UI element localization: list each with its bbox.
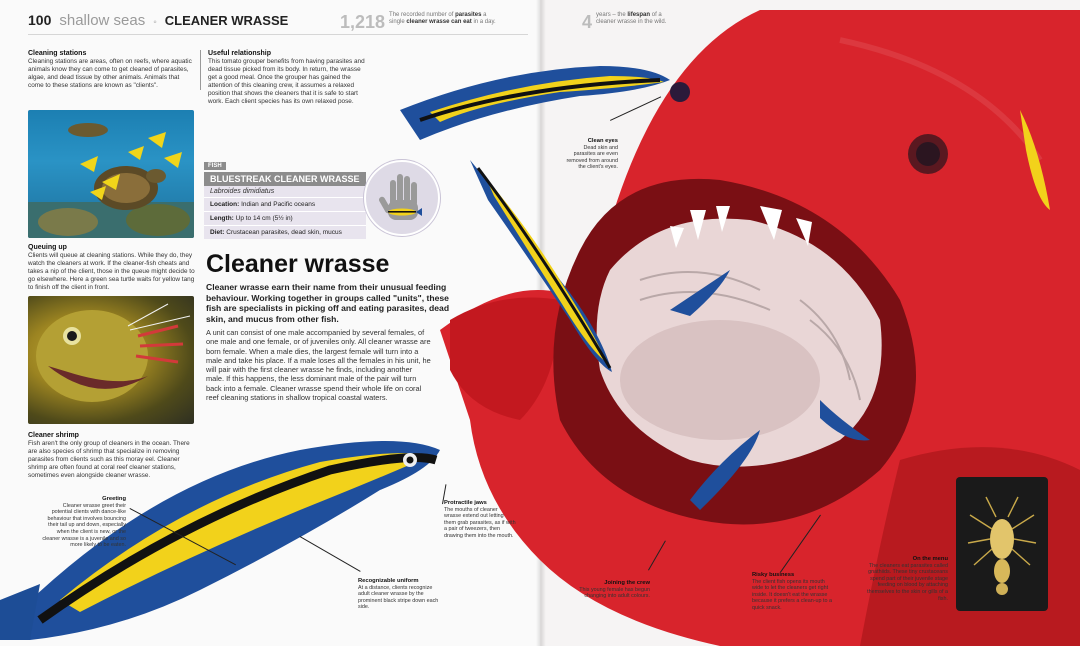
intro-paragraph: Cleaner wrasse earn their name from thei…	[206, 282, 450, 324]
factfile-row-length: Length: Up to 14 cm (5½ in)	[204, 211, 366, 225]
cleaner-shrimp-heading: Cleaner shrimp	[28, 432, 79, 439]
section-title: shallow seas	[59, 12, 146, 29]
turtle-photo	[28, 110, 194, 238]
cleaning-stations-text: Cleaning stations are areas, often on re…	[28, 58, 192, 89]
factfile-row-location: Location: Indian and Pacific oceans	[204, 197, 366, 211]
factfile-species-name: BLUESTREAK CLEANER WRASSE	[204, 172, 366, 186]
wrasse-diagonal	[470, 160, 612, 372]
cleaning-stations-box: Cleaning stations Cleaning stations are …	[28, 50, 201, 90]
stat-text: years – the lifespan of a cleaner wrasse…	[596, 12, 667, 25]
gnathiid-photo	[956, 477, 1048, 611]
page-number: 100	[28, 12, 52, 28]
wrasse-silhouette-icon	[388, 208, 422, 216]
body-paragraph: A unit can consist of one male accompani…	[206, 328, 431, 403]
stat-parasites: 1,218 The recorded number of parasites a…	[340, 12, 499, 33]
stat-lifespan: 4 years – the lifespan of a cleaner wras…	[582, 12, 676, 33]
moray-eel-photo	[28, 296, 194, 424]
queuing-up-block: Queuing up Clients will queue at cleanin…	[28, 244, 198, 292]
stat-text: The recorded number of parasites a singl…	[389, 12, 496, 25]
chapter-title: CLEANER WRASSE	[164, 13, 289, 28]
useful-relationship-block: Useful relationship This tomato grouper …	[208, 50, 370, 106]
page-title: Cleaner wrasse	[206, 250, 390, 278]
factfile-row-diet: Diet: Crustacean parasites, dead skin, m…	[204, 225, 366, 239]
queuing-up-heading: Queuing up	[28, 244, 67, 251]
cleaner-shrimp-text: Fish aren't the only group of cleaners i…	[28, 440, 190, 479]
running-header: 100 shallow seas ◦ CLEANER WRASSE	[28, 12, 288, 29]
factfile-latin-name: Labroides dimidiatus	[204, 186, 366, 197]
factfile-tag: FISH	[204, 162, 226, 170]
header-rule	[28, 34, 528, 35]
useful-relationship-heading: Useful relationship	[208, 50, 272, 57]
turtle-illustration	[28, 123, 194, 238]
bullet-icon: ◦	[153, 17, 157, 28]
cleaning-stations-heading: Cleaning stations	[28, 50, 87, 57]
gnathiid-illustration	[967, 496, 1037, 595]
hand-size-icon-svg	[379, 174, 422, 220]
useful-relationship-text: This tomato grouper benefits from having…	[208, 58, 365, 105]
large-cleaner-wrasse	[0, 441, 440, 640]
stat-number: 4	[582, 12, 593, 32]
wrasse-in-mouth	[670, 110, 1050, 510]
cleaner-shrimp-block: Cleaner shrimp Fish aren't the only grou…	[28, 432, 200, 480]
eel-illustration	[36, 303, 191, 402]
wrasse-top	[400, 66, 670, 140]
stat-number: 1,218	[340, 12, 386, 32]
queuing-up-text: Clients will queue at cleaning stations.…	[28, 252, 195, 291]
species-factfile: FISH BLUESTREAK CLEANER WRASSE Labroides…	[204, 154, 440, 239]
hand-size-icon	[364, 160, 440, 236]
